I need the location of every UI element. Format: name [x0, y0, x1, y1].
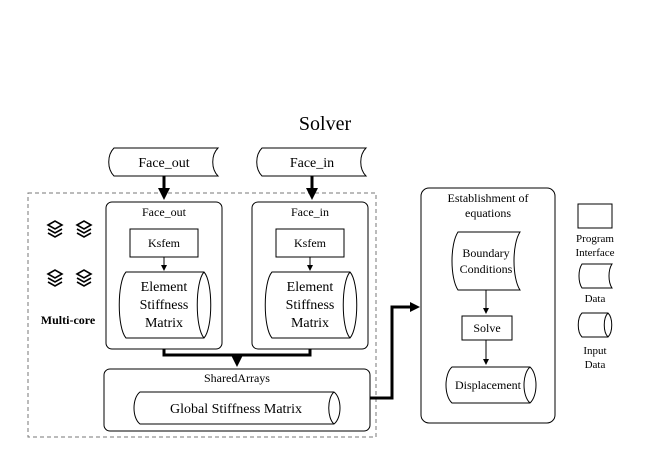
- legend-data-label: Data: [585, 293, 606, 305]
- input-face-in: Face_in: [256, 147, 368, 177]
- ksfem-label-left: Ksfem: [148, 236, 181, 250]
- diagram-title: Solver: [299, 113, 352, 135]
- multicore-icons: [47, 220, 92, 287]
- solve-label: Solve: [473, 321, 500, 335]
- esm-right-line2: Stiffness: [286, 298, 335, 313]
- esm-right-line3: Matrix: [291, 316, 329, 331]
- legend-program-line1: Program: [576, 233, 614, 245]
- ksfem-box-right: [275, 228, 345, 258]
- core-stack-icon: [76, 269, 92, 287]
- legend-input-data-shape: [577, 312, 613, 338]
- input-face-out-label: Face_out: [138, 156, 189, 171]
- arrow-to-equations: [370, 305, 410, 400]
- boundary-line1: Boundary: [462, 246, 509, 260]
- multicore-boundary: [27, 192, 377, 438]
- input-face-in-label: Face_in: [290, 156, 334, 171]
- input-face-out: Face_out: [108, 147, 220, 177]
- shared-arrays-title: SharedArrays: [204, 371, 270, 385]
- equations-title-line2: equations: [465, 206, 511, 220]
- panel-face-out: Face_out Ksfem Element Stiffness Matrix: [105, 201, 223, 350]
- core-stack-icon: [76, 220, 92, 238]
- displacement-label: Displacement: [455, 378, 522, 392]
- merge-connector: [162, 349, 312, 357]
- legend-input-line1: Input: [583, 345, 606, 357]
- esm-left-line3: Matrix: [145, 316, 183, 331]
- legend-input-line2: Data: [585, 359, 606, 371]
- panel-face-out-title: Face_out: [142, 205, 187, 219]
- esm-left-line1: Element: [141, 280, 188, 295]
- boundary-conditions: [451, 231, 521, 291]
- panel-face-in: Face_in Ksfem Element Stiffness Matrix: [251, 201, 369, 350]
- shared-arrays-panel: SharedArrays Global Stiffness Matrix: [103, 368, 371, 432]
- legend: Program Interface Data Input Data: [575, 203, 615, 371]
- core-stack-icon: [47, 269, 63, 287]
- solve-box: [461, 315, 513, 341]
- multicore-label: Multi-core: [41, 313, 96, 327]
- legend-program-interface-shape: [577, 203, 613, 229]
- panel-face-in-title: Face_in: [291, 205, 329, 219]
- legend-program-line2: Interface: [575, 247, 614, 259]
- esm-right-line1: Element: [287, 280, 334, 295]
- esm-left-line2: Stiffness: [140, 298, 189, 313]
- legend-data-shape: [578, 263, 613, 289]
- ksfem-label-right: Ksfem: [294, 236, 327, 250]
- equations-title-line1: Establishment of: [448, 191, 529, 205]
- equations-panel: Establishment of equations Boundary Cond…: [420, 187, 556, 424]
- boundary-line2: Conditions: [460, 262, 513, 276]
- global-stiffness-label: Global Stiffness Matrix: [170, 402, 302, 417]
- core-stack-icon: [47, 220, 63, 238]
